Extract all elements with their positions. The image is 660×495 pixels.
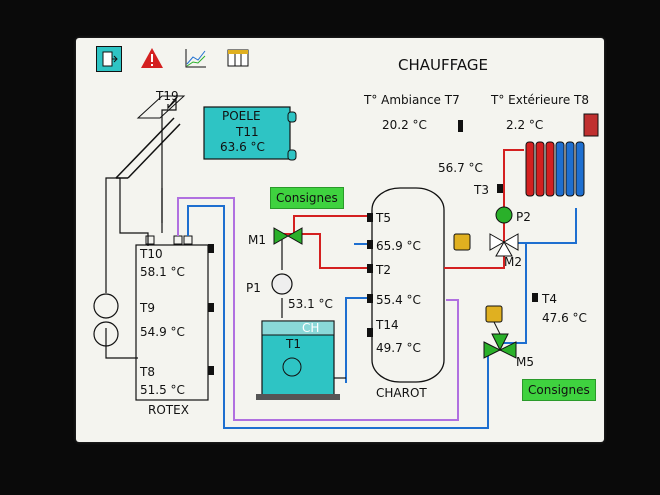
- solar-loop-pipe: [161, 96, 177, 223]
- actuator-m5-icon: [485, 305, 503, 323]
- solar-loop-pipe: [119, 178, 149, 246]
- cold-pipe-charot: [345, 297, 372, 383]
- charot-t5-value-sensor: [367, 240, 373, 249]
- brick-wall-icon: [583, 113, 599, 137]
- table-icon[interactable]: [226, 46, 250, 70]
- rotex-t8-label: T8: [140, 365, 155, 379]
- rotex-t8-sensor: [208, 366, 214, 375]
- valve-m1-icon: [273, 227, 290, 245]
- poele-sensor: T11: [236, 125, 259, 139]
- radiator-icon: [525, 141, 585, 197]
- pump-p1-label: P1: [246, 281, 261, 295]
- solar-exchanger-1: [93, 293, 119, 319]
- warning-icon[interactable]: [140, 46, 164, 70]
- rotex-connector: [183, 235, 193, 245]
- poele-cap: [287, 149, 297, 161]
- charot-t14-label: T14: [376, 318, 399, 332]
- pump-p1-icon: [271, 273, 293, 295]
- boiler-window: [282, 357, 302, 377]
- poele-box: [203, 106, 291, 160]
- charot-name[interactable]: CHAROT: [376, 386, 427, 400]
- boiler-value: 53.1 °C: [288, 297, 333, 311]
- ambiance-label: T° Ambiance T7: [364, 93, 460, 107]
- consignes-bottom-button[interactable]: Consignes: [522, 379, 596, 401]
- table-glyph: [227, 49, 249, 67]
- piping-diagram: [93, 95, 599, 429]
- charot-t5-label: T5: [376, 211, 391, 225]
- radiator-t3-value: 56.7 °C: [438, 161, 483, 175]
- solar-collector-edge: [127, 123, 181, 179]
- solar-collector: [136, 95, 186, 119]
- door-exit-icon[interactable]: [96, 46, 122, 72]
- valve-m2-icon: [502, 233, 519, 251]
- valve-m5-icon: [498, 341, 517, 359]
- charot-t14-value: 49.7 °C: [376, 341, 421, 355]
- radiator-t3-sensor: [497, 184, 503, 193]
- chart-icon[interactable]: [184, 46, 208, 70]
- valve-m2-label: M2: [504, 255, 522, 269]
- rotex-connector: [145, 235, 155, 245]
- boiler-sensor[interactable]: T1: [286, 337, 301, 351]
- rotex-t9-label: T9: [140, 301, 155, 315]
- valve-m2-icon: [495, 240, 513, 257]
- return-t4-label: T4: [542, 292, 557, 306]
- door-exit-glyph: [102, 51, 118, 67]
- solar-exchanger-2: [93, 321, 119, 347]
- rotex-t10-label: T10: [140, 247, 163, 261]
- rotex-t9-sensor: [208, 303, 214, 312]
- rotex-t8-value: 51.5 °C: [140, 383, 185, 397]
- charot-t5-value: 65.9 °C: [376, 239, 421, 253]
- valve-m1-icon: [286, 227, 303, 245]
- valve-m2-icon: [489, 233, 506, 251]
- rotex-tank: [135, 244, 209, 401]
- blue-pipe: [187, 205, 489, 429]
- charot-t2-sensor: [367, 264, 373, 273]
- boiler-brand: CH: [302, 321, 320, 335]
- rotex-t9-value: 54.9 °C: [140, 325, 185, 339]
- chart-glyph: [185, 49, 206, 68]
- charot-tank: [371, 187, 445, 383]
- rotex-t10-value: 58.1 °C: [140, 265, 185, 279]
- poele-value: 63.6 °C: [220, 140, 265, 154]
- thermometer-icon: [458, 120, 463, 132]
- rotex-name[interactable]: ROTEX: [148, 403, 189, 417]
- charot-t2-value-sensor: [367, 294, 373, 303]
- actuator-m2-icon: [453, 233, 471, 251]
- exterieure-value: 2.2 °C: [506, 118, 544, 132]
- hot-pipe-m1: [293, 215, 372, 234]
- page-title: CHAUFFAGE: [398, 56, 488, 74]
- rotex-t10-sensor: [208, 244, 214, 253]
- poele-name[interactable]: POELE: [222, 109, 261, 123]
- charot-t5-sensor: [367, 213, 373, 222]
- hot-pipe-radiator: [503, 149, 524, 233]
- exterieure-label: T° Extérieure T8: [491, 93, 590, 107]
- solar-loop-pipe: [105, 328, 138, 359]
- rotex-connector: [173, 235, 183, 245]
- return-t4-sensor: [532, 293, 538, 302]
- charot-t2-value: 55.4 °C: [376, 293, 421, 307]
- actuator-link: [493, 321, 501, 335]
- ambiance-value: 20.2 °C: [382, 118, 427, 132]
- valve-m1-label: M1: [248, 233, 266, 247]
- warning-glyph: [141, 48, 163, 68]
- heating-screen: CHAUFFAGE T° Ambiance T7 20.2 °C T° Exté…: [76, 38, 604, 442]
- charot-t2-label: T2: [376, 263, 391, 277]
- pump-p2-icon: [495, 206, 513, 224]
- cold-pipe-radiator: [512, 208, 577, 244]
- consignes-top-button[interactable]: Consignes: [270, 187, 344, 209]
- solar-sensor-label: T19: [156, 89, 179, 103]
- pump-p2-label: P2: [516, 210, 531, 224]
- poele-cap: [287, 111, 297, 123]
- radiator-t3-label: T3: [474, 183, 489, 197]
- valve-m5-label: M5: [516, 355, 534, 369]
- solar-collector-edge: [115, 117, 175, 179]
- valve-m5-icon: [483, 341, 502, 359]
- purple-pipe: [177, 197, 459, 421]
- boiler-top: [261, 320, 335, 336]
- return-t4-value: 47.6 °C: [542, 311, 587, 325]
- boiler-base: [256, 394, 340, 400]
- charot-t14-sensor: [367, 328, 373, 337]
- solar-loop-pipe: [105, 177, 120, 293]
